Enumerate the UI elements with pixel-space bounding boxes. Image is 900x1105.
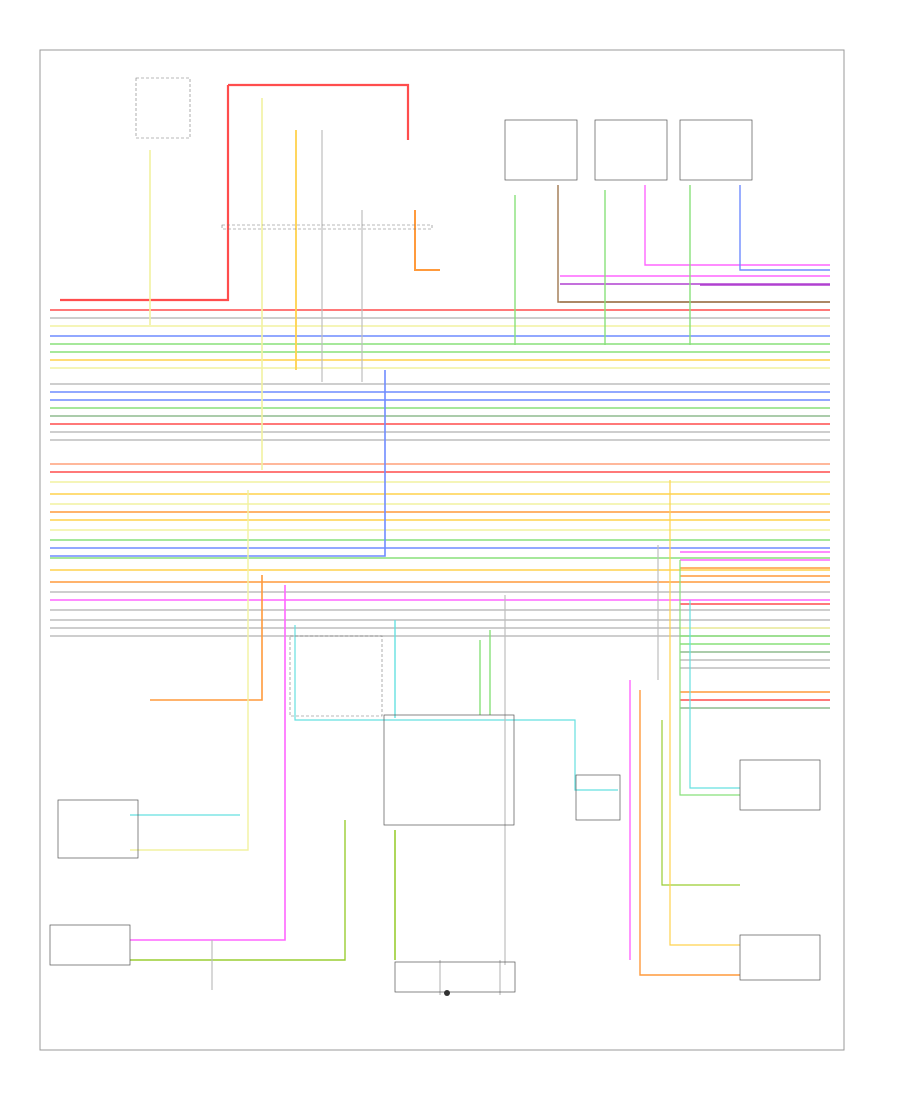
signal-wire-yellow-right [669, 480, 740, 946]
component-outlines [49, 77, 821, 996]
middle-left-module [289, 635, 383, 717]
top-left-component [135, 77, 191, 139]
signal-wire-orange-right [639, 690, 740, 976]
powertrain-control-module [383, 714, 515, 826]
ground-point-icon [444, 990, 450, 996]
feed-wire-blue-drop [50, 370, 386, 557]
feed-wire-red [60, 85, 230, 302]
signal-wire-yellow [130, 490, 249, 851]
feed-wire-orange-ecm [414, 210, 440, 271]
signal-wire-cyan-2 [294, 625, 618, 791]
right-lower-module [739, 759, 821, 811]
feed-wire-pink [644, 185, 830, 266]
high-speed-relay [594, 119, 668, 181]
wire-group [50, 83, 830, 995]
feed-wire-brown [557, 185, 830, 303]
right-bottom-module [739, 934, 821, 981]
sensor-block-bottom-left [49, 924, 131, 966]
feed-wire-blue [739, 185, 830, 271]
low-speed-relay [679, 119, 753, 181]
signal-wire-green-lower [130, 820, 346, 961]
left-lower-module [57, 799, 139, 859]
signal-wire-orange [150, 575, 263, 701]
ground-block-bottom [394, 961, 516, 993]
feed-wire-red-top [228, 83, 410, 140]
signal-wire-green-right [679, 560, 740, 796]
ac-compressor-module [504, 119, 578, 181]
sensor-block-right [575, 774, 621, 821]
diagram-border [39, 49, 845, 1051]
central-junction [221, 224, 433, 230]
signal-wire-teal-right [689, 600, 740, 789]
signal-wire-olive-right [661, 720, 740, 886]
signal-wire-pink [130, 585, 286, 941]
